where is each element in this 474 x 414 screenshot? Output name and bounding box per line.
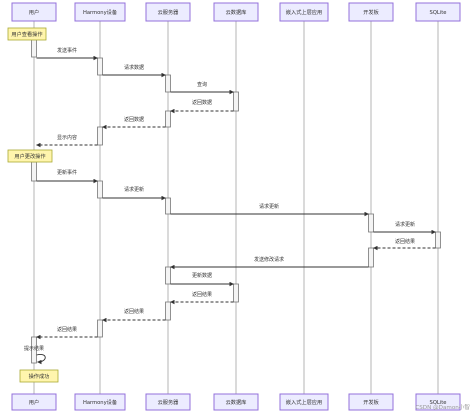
participant-box-database-bottom — [213, 393, 259, 411]
participants-top: 用户 Harmony设备 云服务器 云数据库 嵌入式上层应用 开发板 SQLit… — [11, 2, 461, 22]
note-operation-success-label: 操作成功 — [29, 372, 50, 380]
message-label-9: 请求更新 — [259, 203, 279, 210]
participant-label-server-bottom: 云服务器 — [158, 398, 180, 406]
activation-devboard-1 — [368, 213, 374, 233]
participant-label-user: 用户 — [29, 8, 39, 16]
participant-label-devboard: 开发板 — [363, 8, 379, 16]
note-change-operation — [7, 149, 53, 163]
participant-box-harmony — [74, 2, 126, 22]
participant-box-sqlite-bottom — [415, 393, 461, 411]
message-label-4: 返回数据 — [192, 99, 212, 106]
activation-server-4 — [165, 266, 171, 285]
activation-harmony-2 — [97, 126, 103, 146]
watermark: CSDN @Damon小智 — [415, 403, 470, 411]
activation-database-2 — [233, 283, 239, 303]
activation-server-3 — [165, 197, 171, 215]
participants-bottom: 用户 Harmony设备 云服务器 云数据库 嵌入式上层应用 开发板 SQLit… — [11, 393, 461, 411]
lifelines — [33, 21, 439, 394]
participant-box-devboard-bottom — [348, 393, 394, 411]
participant-box-user-bottom — [11, 393, 57, 411]
activation-devboard-2 — [368, 247, 374, 268]
note-view-operation — [7, 27, 47, 41]
participant-label-database: 云数据库 — [226, 8, 247, 16]
participant-box-embedded — [279, 2, 329, 22]
participant-label-user-bottom: 用户 — [29, 398, 39, 406]
activation-sqlite-1 — [435, 231, 441, 249]
message-label-11: 返回结果 — [395, 238, 415, 245]
message-label-15: 返回结果 — [124, 308, 144, 315]
message-label-17: 提示结果 — [24, 345, 44, 352]
message-line-17-self — [36, 353, 46, 365]
participant-label-server: 云服务器 — [158, 8, 180, 16]
message-label-2: 请求数据 — [124, 64, 144, 71]
activation-harmony-1 — [97, 57, 103, 76]
participant-box-devboard — [348, 2, 394, 22]
participant-label-embedded: 嵌入式上层应用 — [286, 8, 322, 16]
participant-box-server-bottom — [145, 393, 191, 411]
participant-box-embedded-bottom — [279, 393, 329, 411]
participant-label-devboard-bottom: 开发板 — [363, 398, 379, 406]
activation-server-5 — [165, 301, 171, 321]
participant-label-harmony: Harmony设备 — [83, 8, 118, 16]
message-label-13: 更新数据 — [192, 272, 212, 279]
participant-label-database-bottom: 云数据库 — [226, 398, 247, 406]
participant-label-sqlite: SQLite — [430, 10, 447, 16]
message-label-12: 发送修改请求 — [254, 256, 284, 263]
participant-label-embedded-bottom: 嵌入式上层应用 — [286, 398, 322, 406]
message-label-3: 查询 — [197, 81, 207, 88]
message-label-5: 返回数据 — [124, 116, 144, 123]
messages: 发送事件 请求数据 查询 返回数据 返回数据 显示内容 更新事件 请求更新 请求… — [24, 47, 436, 365]
participant-box-server — [145, 2, 191, 22]
note-operation-success — [19, 369, 59, 383]
activation-harmony-4 — [97, 319, 103, 338]
participant-box-harmony-bottom — [74, 393, 126, 411]
participant-label-harmony-bottom: Harmony设备 — [83, 398, 118, 406]
participant-box-user — [11, 2, 57, 22]
message-label-8: 请求更新 — [124, 186, 144, 193]
message-label-6: 显示内容 — [57, 134, 77, 141]
activation-harmony-3 — [97, 180, 103, 199]
activations — [31, 28, 441, 364]
activation-server-2 — [165, 110, 171, 128]
participant-label-sqlite-bottom: SQLite — [430, 400, 447, 406]
participant-box-sqlite — [415, 2, 461, 22]
activation-database-1 — [233, 91, 239, 112]
note-change-operation-label: 用户更改操作 — [14, 152, 45, 160]
activation-server-1 — [165, 74, 171, 93]
note-view-operation-label: 用户查看操作 — [11, 30, 42, 38]
message-label-7: 更新事件 — [57, 169, 77, 176]
notes: 用户查看操作 用户更改操作 操作成功 — [7, 27, 59, 383]
message-label-10: 请求更新 — [395, 221, 415, 228]
message-label-1: 发送事件 — [57, 47, 77, 54]
participant-box-database — [213, 2, 259, 22]
activation-user-3 — [31, 336, 37, 364]
message-label-16: 返回结果 — [57, 326, 77, 333]
activation-user-2 — [31, 161, 37, 182]
message-label-14: 返回结果 — [192, 291, 212, 298]
